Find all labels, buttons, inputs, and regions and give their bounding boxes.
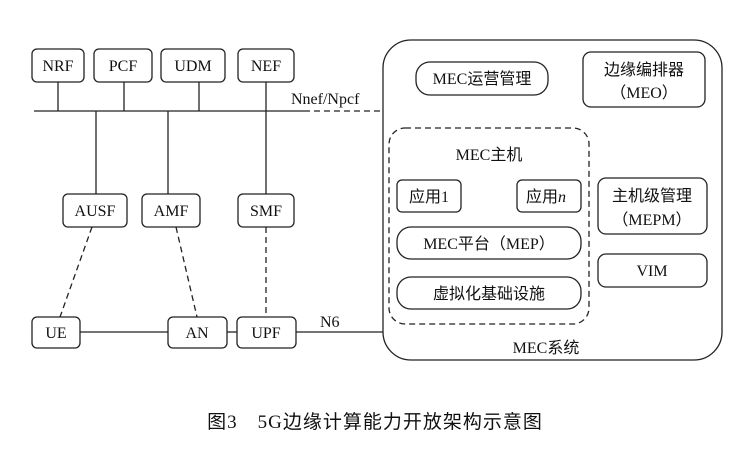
smf-label: SMF (250, 203, 282, 220)
vim-node: VIM (597, 253, 708, 288)
nef-node: NEF (237, 48, 295, 83)
ue-label: UE (45, 325, 66, 342)
virt-infra-node: 虚拟化基础设施 (396, 276, 582, 310)
figure-caption: 图3 5G边缘计算能力开放架构示意图 (207, 411, 543, 433)
ue-node: UE (31, 316, 81, 349)
meo-node: 边缘编排器 （MEO） (582, 51, 706, 108)
mep-label: MEC平台（MEP） (423, 235, 555, 253)
app1-node: 应用1 (396, 179, 462, 213)
mec-ops-mgmt-node: MEC运营管理 (415, 61, 549, 96)
smf-node: SMF (237, 193, 295, 228)
nrf-node: NRF (31, 48, 85, 83)
upf-node: UPF (236, 316, 297, 349)
appn-node: 应用n (516, 179, 582, 213)
amf-an-link (175, 226, 198, 318)
vim-label: VIM (636, 263, 667, 280)
nef-label: NEF (251, 58, 281, 75)
mep-node: MEC平台（MEP） (396, 226, 582, 260)
mepm-node: 主机级管理 （MEPM） (597, 177, 708, 235)
nnef-npcf-label: Nnef/Npcf (291, 91, 360, 108)
mec-ops-mgmt-label: MEC运营管理 (433, 70, 532, 88)
n6-label: N6 (320, 314, 340, 331)
ausf-label: AUSF (75, 203, 116, 220)
udm-node: UDM (160, 48, 226, 83)
pcf-label: PCF (109, 58, 138, 75)
an-label: AN (185, 325, 209, 342)
appn-suffix: n (558, 189, 566, 206)
mepm-label-line1: 主机级管理 (612, 187, 692, 205)
pcf-node: PCF (93, 48, 153, 83)
appn-label: 应用n (526, 187, 566, 206)
appn-prefix: 应用 (526, 187, 558, 206)
udm-label: UDM (174, 58, 211, 75)
ausf-ue-link (59, 226, 93, 318)
amf-label: AMF (154, 203, 189, 220)
mepm-label-line2: （MEPM） (612, 211, 691, 229)
mec-system-label: MEC系统 (513, 339, 580, 357)
meo-label-line2: （MEO） (610, 84, 678, 102)
an-node: AN (167, 316, 228, 349)
app1-label: 应用1 (409, 187, 449, 206)
upf-label: UPF (251, 325, 280, 342)
mec-host-title: MEC主机 (456, 146, 523, 164)
amf-node: AMF (141, 193, 201, 228)
nrf-label: NRF (42, 58, 73, 75)
mec-host-container (388, 127, 590, 325)
virt-infra-label: 虚拟化基础设施 (433, 285, 545, 303)
ausf-node: AUSF (62, 193, 128, 228)
meo-label-line1: 边缘编排器 (604, 61, 684, 79)
